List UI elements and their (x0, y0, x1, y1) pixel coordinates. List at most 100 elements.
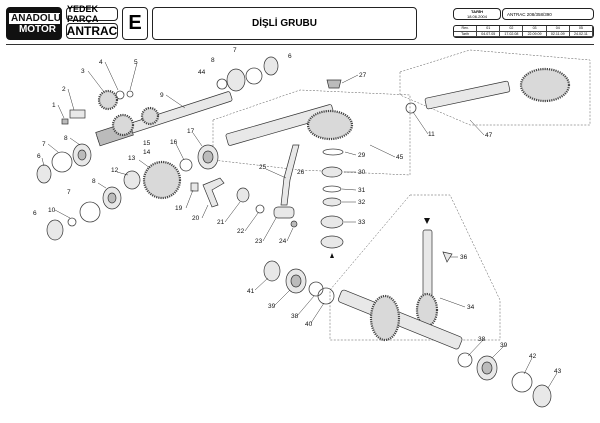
bolt-1 (61, 118, 69, 125)
part-label: 10 (48, 207, 56, 214)
bevel-gear-47 (519, 67, 571, 103)
axle (338, 289, 463, 350)
part-label: 7 (233, 47, 237, 54)
part-label: 7 (67, 189, 71, 196)
part-label: 34 (467, 304, 475, 311)
bearing-33 (320, 215, 344, 229)
lever-23 (273, 206, 295, 219)
shift-fork-20 (202, 177, 225, 208)
part-label: 31 (358, 187, 366, 194)
part-19 (190, 182, 199, 192)
part-label: 44 (198, 69, 206, 76)
part-label: 21 (217, 219, 225, 226)
part-labels: 1 2 3 4 5 6 7 8 44 9 7 8 6 15 14 13 16 1… (33, 47, 562, 375)
model-box: ANTRAC 208/358/390 (502, 8, 594, 20)
part-label: 6 (33, 210, 37, 217)
ring-5 (126, 90, 134, 98)
page-title: DİŞLİ GRUBU (152, 7, 417, 40)
part-label: 8 (64, 135, 68, 142)
part-label: 47 (485, 132, 493, 139)
circlip-7 (51, 151, 73, 173)
part-label: 25 (259, 164, 267, 171)
part-label: 41 (247, 288, 255, 295)
ring-31 (322, 185, 342, 193)
part-label: 33 (358, 219, 366, 226)
part-label: 4 (99, 59, 103, 66)
part-label: 6 (288, 53, 292, 60)
part-label: 38 (291, 313, 299, 320)
part-label: 40 (305, 321, 313, 328)
part-label: 38 (478, 336, 486, 343)
part-label: 3 (81, 68, 85, 75)
washer-29 (322, 148, 344, 156)
dashed-group-box (329, 194, 501, 341)
revision-table: Rev. 01 02 03 04 05 Tarih 04.07.05 17.02… (453, 25, 594, 38)
part-label: 6 (37, 153, 41, 160)
shaft-gear (111, 113, 135, 137)
part-label: 16 (170, 139, 178, 146)
part-label: 8 (92, 178, 96, 185)
arrow-up-icon (330, 253, 334, 258)
gear-13 (142, 160, 182, 200)
seal-6 (46, 219, 64, 241)
part-label: 2 (62, 86, 66, 93)
seal-6 (263, 56, 279, 76)
spare-parts-label: YEDEK PARÇA (66, 4, 118, 24)
circlip-7 (79, 201, 101, 223)
bushing-21 (236, 187, 250, 203)
part-label: 32 (358, 199, 366, 206)
part-label: 7 (42, 141, 46, 148)
product-name: ANTRAC (66, 23, 118, 39)
part-label: 42 (529, 353, 537, 360)
part-label: 26 (297, 169, 305, 176)
part-label: 36 (460, 254, 468, 261)
pin-2 (69, 109, 86, 119)
part-label: 45 (396, 154, 404, 161)
part-label: 39 (500, 342, 508, 349)
part-label: 24 (279, 238, 287, 245)
part-label: 19 (175, 205, 183, 212)
washer-22 (255, 204, 265, 214)
part-label: 17 (187, 128, 195, 135)
bearing-33 (320, 235, 344, 249)
nut-27 (326, 79, 342, 89)
seal-6 (36, 164, 52, 184)
washer-11 (405, 102, 417, 114)
part-label: 9 (160, 92, 164, 99)
shaft-gear (140, 106, 160, 126)
brand-logo: ANADOLU MOTOR (6, 7, 62, 40)
circlip-42 (511, 371, 533, 393)
washer-4 (115, 90, 125, 100)
part-label: 23 (255, 238, 263, 245)
seal-41 (263, 260, 281, 282)
section-letter: E (122, 7, 148, 40)
crown-gear (369, 294, 401, 342)
part-label: 43 (554, 368, 562, 375)
key-36 (442, 251, 453, 263)
part-label: 15 (143, 140, 151, 147)
leader-lines (41, 61, 558, 389)
gear-3 (97, 89, 119, 111)
circlip-40 (317, 287, 335, 305)
pinion-shaft (225, 104, 335, 146)
bearing-8 (226, 68, 246, 92)
part-label: 5 (134, 59, 138, 66)
spring-12 (123, 170, 141, 190)
ring-44 (216, 78, 228, 90)
header-divider (6, 44, 594, 45)
screw-24 (290, 220, 298, 228)
arrow-down-icon (424, 218, 430, 224)
part-label: 1 (52, 102, 56, 109)
part-label: 39 (268, 303, 276, 310)
seal-43 (532, 384, 552, 408)
circlip-7 (245, 67, 263, 85)
bevel-gear (306, 109, 354, 141)
bearing-30 (321, 166, 343, 178)
part-label: 12 (111, 167, 119, 174)
part-label: 29 (358, 152, 366, 159)
ring-38 (457, 352, 473, 368)
part-label: 14 (143, 149, 151, 156)
part-label: 8 (211, 57, 215, 64)
part-label: 22 (237, 228, 245, 235)
